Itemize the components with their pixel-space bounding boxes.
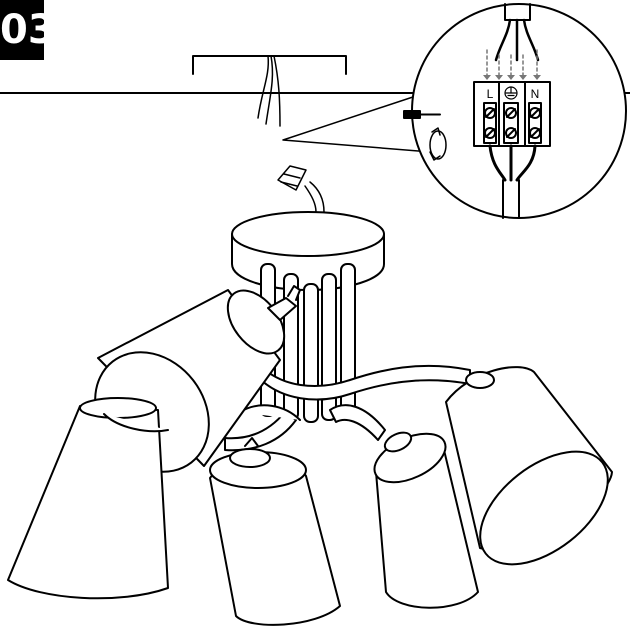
- ceiling-supply-wires: [257, 55, 281, 127]
- rotate-clockwise-icon: [429, 127, 447, 161]
- terminal-label-live: L: [487, 87, 494, 101]
- ceiling-canopy: [231, 211, 385, 291]
- screwdriver-icon: [403, 110, 441, 119]
- lamp-shade-center-right: [373, 431, 479, 609]
- terminal-screws: [484, 107, 541, 139]
- earth-ground-icon: [504, 86, 518, 100]
- lamp-shade-right: [445, 366, 613, 566]
- connector-terminal-block: [277, 165, 325, 213]
- lamp-shade-far-left: [7, 397, 169, 600]
- wiring-detail-callout: L ⏚ N: [411, 3, 627, 219]
- step-number-badge: 03: [0, 0, 44, 60]
- lamp-shade-center: [209, 437, 341, 626]
- ceiling-mounting-bracket: [192, 55, 347, 75]
- terminal-label-neutral: N: [531, 87, 540, 101]
- terminal-block: L ⏚ N: [473, 81, 551, 147]
